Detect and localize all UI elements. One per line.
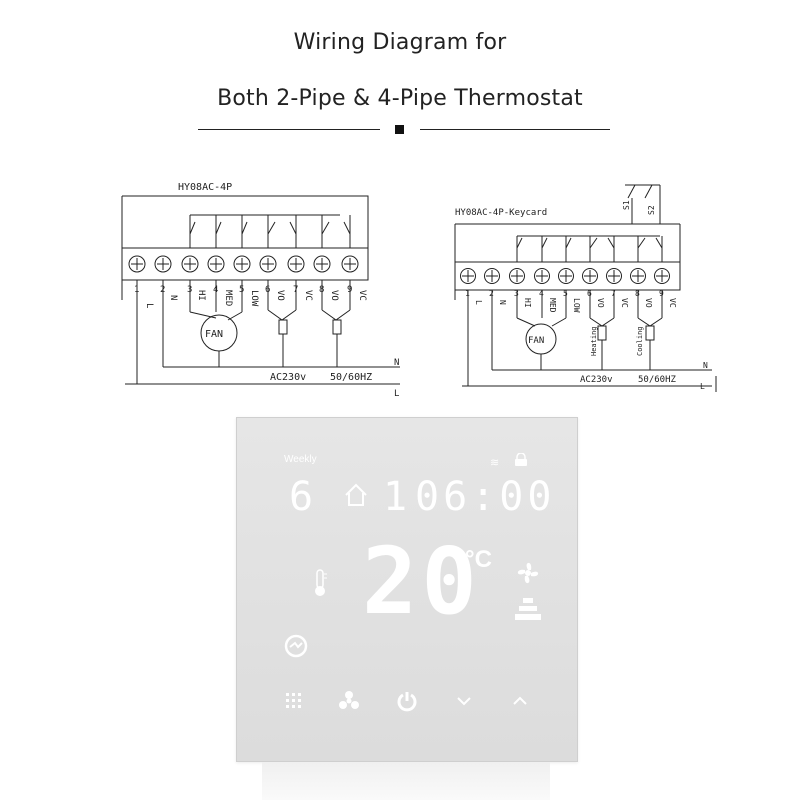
power-icon: [397, 692, 417, 712]
grid-icon: [286, 693, 301, 708]
right-terminal-screws: [460, 268, 670, 284]
right-wire-label: VO: [596, 298, 605, 308]
right-fan-label: FAN: [528, 336, 544, 346]
economy-icon: [284, 634, 308, 658]
left-freq-label: 50/60HZ: [330, 372, 372, 383]
right-line-n: N: [703, 361, 708, 370]
right-wire-label: VC: [668, 298, 677, 308]
up-button[interactable]: [507, 688, 533, 714]
right-wire-label: LOW: [572, 298, 581, 313]
left-fan-label: FAN: [205, 329, 223, 340]
right-wire-label: N: [498, 300, 507, 305]
left-wire-label: HI: [196, 290, 206, 301]
fan-icon: [339, 691, 359, 709]
thermostat-base: [262, 762, 550, 800]
right-cooling-label: Cooling: [636, 326, 644, 356]
title-rule-dot: [395, 125, 404, 134]
wiring-diagrams: HY08AC-4P: [121, 182, 717, 399]
wifi-icon: ≋: [490, 457, 500, 469]
right-wire-label: VO: [644, 298, 653, 308]
left-wire-label: LOW: [249, 290, 259, 307]
title-rule-left: [198, 129, 380, 130]
unit-label: °C: [465, 546, 492, 573]
temperature-display: 20: [362, 528, 481, 635]
right-switch-label: S2: [647, 205, 656, 215]
left-model-label: HY08AC-4P: [178, 182, 232, 193]
fan-speed-icon: [517, 562, 539, 584]
right-wire-label: MED: [548, 298, 557, 313]
weekly-mode-label: Weekly: [284, 454, 317, 465]
chevron-down-icon: [457, 697, 471, 706]
right-line-l: L: [700, 382, 705, 391]
title-line-2: Both 2-Pipe & 4-Pipe Thermostat: [217, 86, 583, 111]
title-line-1: Wiring Diagram for: [293, 30, 507, 55]
right-switch-label: S1: [622, 200, 631, 210]
left-wire-label: VO: [329, 290, 339, 301]
left-line-l: L: [394, 389, 399, 399]
menu-button[interactable]: [281, 688, 307, 714]
power-button[interactable]: [394, 688, 420, 714]
fan-level-icon: [515, 598, 541, 620]
right-model-label: HY08AC-4P-Keycard: [455, 208, 547, 218]
right-wire-label: VC: [620, 298, 629, 308]
day-display: 6: [289, 474, 316, 520]
left-supply-label: AC230v: [270, 372, 306, 383]
left-line-n: N: [394, 358, 399, 368]
left-wire-label: N: [168, 295, 178, 300]
left-terminal-screws: [128, 255, 359, 273]
right-supply-label: AC230v: [580, 375, 613, 385]
right-wire-label: HI: [523, 298, 532, 308]
separator-display: 1: [383, 474, 408, 520]
left-wire-label: L: [144, 303, 154, 308]
diagram-left: HY08AC-4P: [121, 182, 400, 399]
left-wire-label: MED: [223, 290, 233, 306]
left-wire-label: VC: [303, 290, 313, 301]
right-wire-label: L: [474, 300, 483, 305]
fan-button[interactable]: [336, 688, 362, 714]
chevron-up-icon: [513, 696, 527, 705]
home-icon: [345, 483, 367, 506]
left-wire-label: VO: [275, 290, 285, 301]
left-wire-label: VC: [357, 290, 367, 301]
diagram-right: HY08AC-4P-Keycard S1 S2: [454, 184, 717, 392]
down-button[interactable]: [451, 688, 477, 714]
thermometer-icon: [315, 569, 327, 596]
title-rule-right: [420, 129, 610, 130]
right-freq-label: 50/60HZ: [638, 375, 677, 385]
thermostat-panel: Weekly ≋ 6 1 06:00 20 °C: [236, 417, 578, 762]
right-heating-label: Heating: [590, 326, 598, 356]
lock-icon: [515, 453, 527, 466]
time-display: 06:00: [415, 474, 556, 520]
